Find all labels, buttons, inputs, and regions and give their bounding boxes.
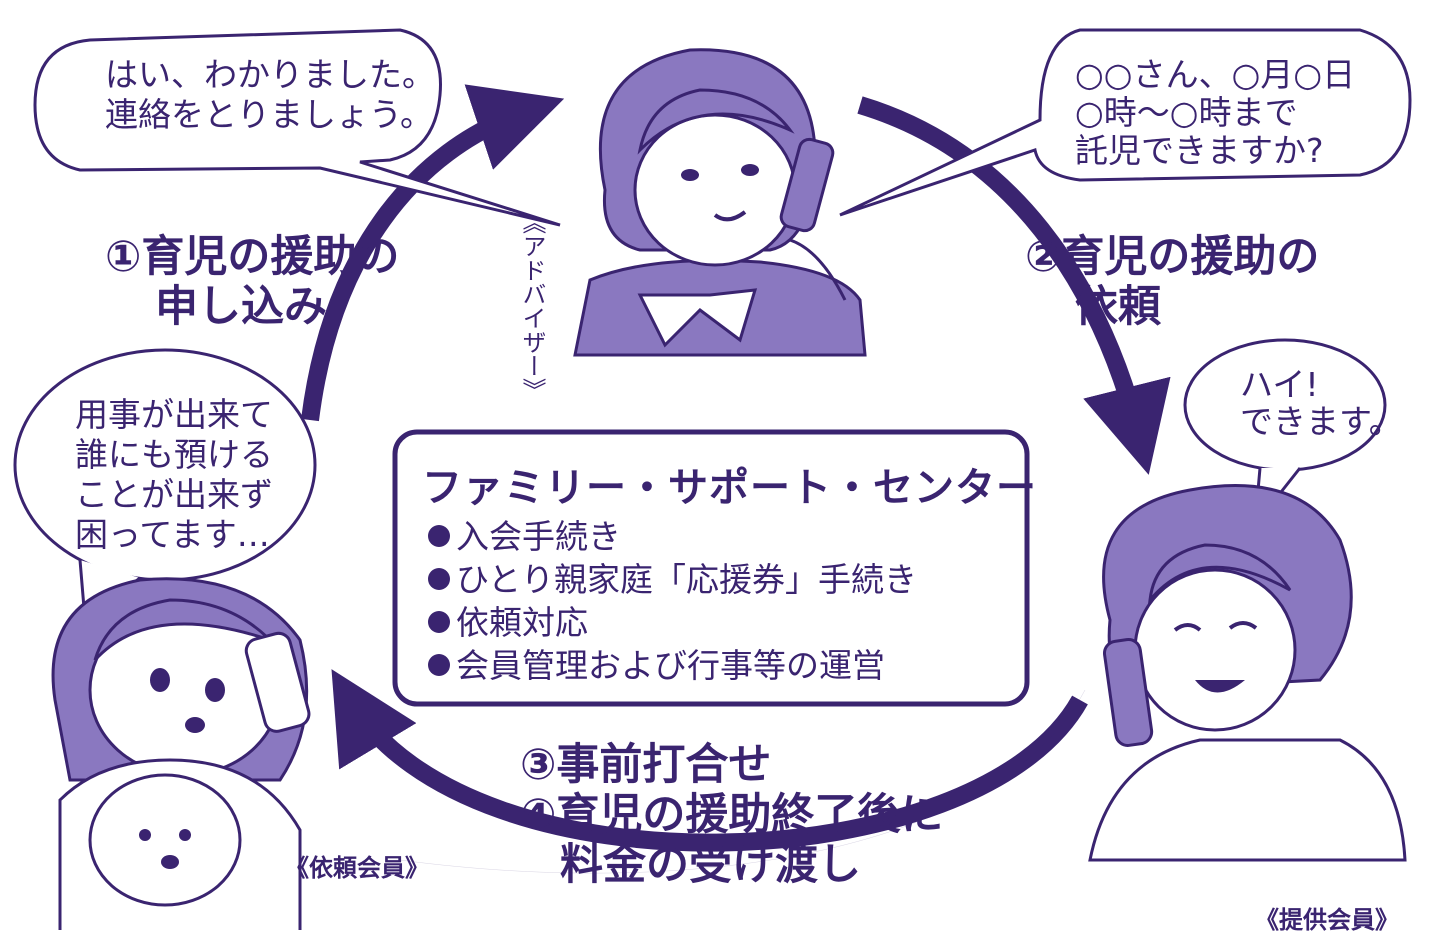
center-item-1-text: 入会手続き bbox=[456, 517, 621, 556]
center-item-3: 依頼対応 bbox=[428, 601, 588, 644]
bubble-requester-line3: ことが出来ず bbox=[75, 475, 273, 514]
bubble-requester-line1: 用事が出来て bbox=[75, 395, 273, 434]
bubble-advisor-request-line1: ○○さん、○月○日 bbox=[1075, 55, 1356, 94]
step1-line2: 申し込み bbox=[155, 282, 327, 332]
step2-line1: ②育児の援助の bbox=[1025, 232, 1320, 282]
bullet-icon bbox=[428, 525, 450, 547]
bubble-provider-reply-line1: ハイ! bbox=[1240, 365, 1319, 404]
center-item-4: 会員管理および行事等の運営 bbox=[428, 644, 885, 687]
bubble-advisor-reply-line2: 連絡をとりましょう。 bbox=[105, 95, 434, 134]
center-item-1: 入会手続き bbox=[428, 515, 621, 558]
bubble-advisor-request-line2: ○時～○時まで bbox=[1075, 93, 1298, 132]
bubble-advisor-reply-line1: はい、わかりました。 bbox=[105, 55, 435, 94]
bubble-advisor-reply bbox=[33, 28, 561, 227]
arrow-bottom-exchange bbox=[331, 669, 1088, 852]
center-item-2: ひとり親家庭「応援券」手続き bbox=[428, 558, 917, 601]
role-provider: 《提供会員》 bbox=[1255, 906, 1399, 934]
step1-line1: ①育児の援助の bbox=[105, 232, 400, 282]
bullet-icon bbox=[428, 654, 450, 676]
bullet-icon bbox=[428, 611, 450, 633]
bullet-icon bbox=[428, 568, 450, 590]
bubble-advisor-request-line3: 託児できますか? bbox=[1075, 131, 1324, 170]
step3-label: ③事前打合せ bbox=[520, 740, 772, 790]
step4-line1: ④育児の援助終了後に bbox=[520, 790, 944, 840]
center-item-4-text: 会員管理および行事等の運営 bbox=[456, 646, 885, 685]
step2-line2: 依頼 bbox=[1075, 282, 1161, 332]
role-requester: 《依頼会員》 bbox=[285, 854, 429, 882]
requester-illustration bbox=[51, 577, 311, 930]
center-box bbox=[392, 429, 1030, 707]
provider-illustration bbox=[1088, 484, 1407, 862]
center-item-2-text: ひとり親家庭「応援券」手続き bbox=[456, 560, 918, 599]
bubble-advisor-request bbox=[839, 28, 1412, 217]
arrow-advisor-to-provider bbox=[857, 96, 1171, 475]
step4-line2: 料金の受け渡し bbox=[560, 840, 861, 890]
bubble-requester-line2: 誰にも預ける bbox=[75, 435, 273, 474]
center-title: ファミリー・サポート・センター bbox=[422, 465, 1037, 511]
role-advisor: 《アドバイザー》 bbox=[518, 210, 546, 402]
arrow-requester-to-advisor bbox=[301, 84, 565, 422]
bubble-provider-reply-line2: できます。 bbox=[1240, 402, 1402, 441]
bubble-requester-line4: 困ってます… bbox=[75, 515, 270, 554]
center-item-3-text: 依頼対応 bbox=[456, 603, 588, 642]
advisor-illustration bbox=[573, 48, 867, 357]
